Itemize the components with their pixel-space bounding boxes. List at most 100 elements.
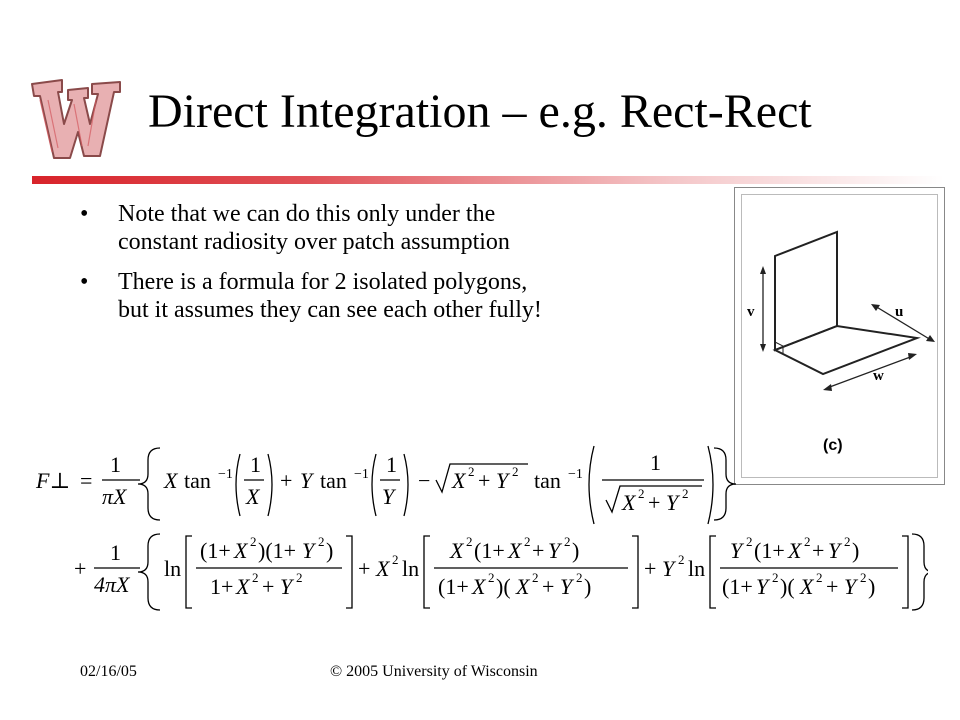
svg-text:−: − <box>418 468 430 493</box>
svg-text:+: + <box>648 490 660 515</box>
svg-text:Y: Y <box>844 574 859 599</box>
bullet-list: • Note that we can do this only under th… <box>80 200 560 336</box>
svg-text:): ) <box>868 574 875 599</box>
svg-text:ln: ln <box>402 556 419 581</box>
svg-text:+: + <box>74 556 86 581</box>
svg-text:2: 2 <box>488 570 495 585</box>
svg-text:Y: Y <box>560 574 575 599</box>
svg-text:−1: −1 <box>568 467 583 482</box>
formula-lhs: F⊥ <box>35 468 70 493</box>
svg-text:1: 1 <box>110 540 121 565</box>
bullet-item: • Note that we can do this only under th… <box>80 200 560 256</box>
svg-text:Y: Y <box>300 468 315 493</box>
svg-text:X: X <box>787 538 803 563</box>
svg-text:2: 2 <box>524 534 531 549</box>
svg-text:2: 2 <box>682 486 689 501</box>
svg-text:1: 1 <box>386 452 397 477</box>
svg-text:(1+: (1+ <box>200 538 231 563</box>
svg-text:X: X <box>235 574 251 599</box>
svg-text:+: + <box>280 468 292 493</box>
svg-text:): ) <box>584 574 591 599</box>
svg-text:)(1+: )(1+ <box>258 538 296 563</box>
svg-text:+: + <box>644 556 656 581</box>
svg-text:Y: Y <box>828 538 843 563</box>
svg-text:1: 1 <box>250 452 261 477</box>
svg-text:+: + <box>812 538 824 563</box>
svg-text:+: + <box>826 574 838 599</box>
svg-text:): ) <box>326 538 333 563</box>
svg-text:tan: tan <box>320 468 347 493</box>
svg-text:(1+: (1+ <box>474 538 505 563</box>
svg-text:X: X <box>375 556 391 581</box>
figure-frame <box>741 194 938 478</box>
svg-text:): ) <box>572 538 579 563</box>
label-u: u <box>895 304 903 320</box>
wisconsin-w-logo-icon <box>31 79 121 159</box>
svg-text:)(: )( <box>496 574 511 599</box>
svg-text:X: X <box>621 490 637 515</box>
svg-text:)(: )( <box>780 574 795 599</box>
bullet-marker: • <box>80 201 89 227</box>
svg-text:2: 2 <box>638 486 645 501</box>
svg-text:2: 2 <box>252 570 259 585</box>
svg-text:X: X <box>799 574 815 599</box>
svg-text:Y: Y <box>662 556 677 581</box>
bullet-text: Note that we can do this only under the … <box>118 201 510 256</box>
svg-text:2: 2 <box>392 552 399 567</box>
svg-text:1+: 1+ <box>210 574 233 599</box>
svg-text:+: + <box>478 468 490 493</box>
svg-text:2: 2 <box>512 464 519 479</box>
geometry-figure: v u w (c) <box>734 187 945 485</box>
svg-text:Y: Y <box>548 538 563 563</box>
svg-text:ln: ln <box>688 556 705 581</box>
bullet-marker: • <box>80 269 89 296</box>
svg-text:=: = <box>80 468 92 493</box>
svg-text:Y: Y <box>280 574 295 599</box>
svg-text:2: 2 <box>678 552 685 567</box>
svg-text:2: 2 <box>564 534 571 549</box>
svg-text:X: X <box>163 468 179 493</box>
svg-text:2: 2 <box>576 570 583 585</box>
svg-text:(1+: (1+ <box>722 574 753 599</box>
svg-text:−1: −1 <box>354 467 369 482</box>
svg-text:2: 2 <box>532 570 539 585</box>
svg-text:ln: ln <box>164 556 181 581</box>
formula-line-1: F⊥ = 1 πX X tan −1 1 X + Y tan −1 1 Y − … <box>35 445 737 525</box>
svg-text:2: 2 <box>860 570 867 585</box>
svg-text:πX: πX <box>102 484 128 509</box>
svg-text:X: X <box>471 574 487 599</box>
svg-text:+: + <box>532 538 544 563</box>
svg-text:2: 2 <box>296 570 303 585</box>
svg-text:Y: Y <box>496 468 511 493</box>
form-factor-formula: F⊥ = 1 πX X tan −1 1 X + Y tan −1 1 Y − … <box>35 445 928 611</box>
bullet-item: • There is a formula for 2 isolated poly… <box>80 268 560 324</box>
svg-text:X: X <box>515 574 531 599</box>
footer-date: 02/16/05 <box>80 663 137 680</box>
label-v: v <box>747 304 755 320</box>
bullet-text: There is a formula for 2 isolated polygo… <box>118 269 542 324</box>
svg-text:tan: tan <box>534 468 561 493</box>
svg-text:(1+: (1+ <box>754 538 785 563</box>
figure-caption: (c) <box>823 437 843 454</box>
svg-text:(1+: (1+ <box>438 574 469 599</box>
svg-text:X: X <box>233 538 249 563</box>
footer-copyright: © 2005 University of Wisconsin <box>330 663 538 680</box>
svg-text:2: 2 <box>468 464 475 479</box>
svg-text:): ) <box>852 538 859 563</box>
formula-line-2: + 1 4πX ln (1+ X 2 )(1+ Y 2 ) 1+ X 2 + Y… <box>74 533 928 611</box>
svg-text:2: 2 <box>772 570 779 585</box>
svg-text:Y: Y <box>730 538 745 563</box>
svg-text:+: + <box>262 574 274 599</box>
svg-text:2: 2 <box>746 534 753 549</box>
svg-text:1: 1 <box>650 450 661 475</box>
svg-text:X: X <box>245 484 261 509</box>
svg-text:X: X <box>507 538 523 563</box>
svg-text:X: X <box>449 538 465 563</box>
svg-text:−1: −1 <box>218 467 233 482</box>
title-divider <box>32 176 944 184</box>
svg-text:+: + <box>542 574 554 599</box>
svg-text:2: 2 <box>318 534 325 549</box>
svg-text:2: 2 <box>816 570 823 585</box>
svg-text:2: 2 <box>844 534 851 549</box>
svg-text:1: 1 <box>110 452 121 477</box>
